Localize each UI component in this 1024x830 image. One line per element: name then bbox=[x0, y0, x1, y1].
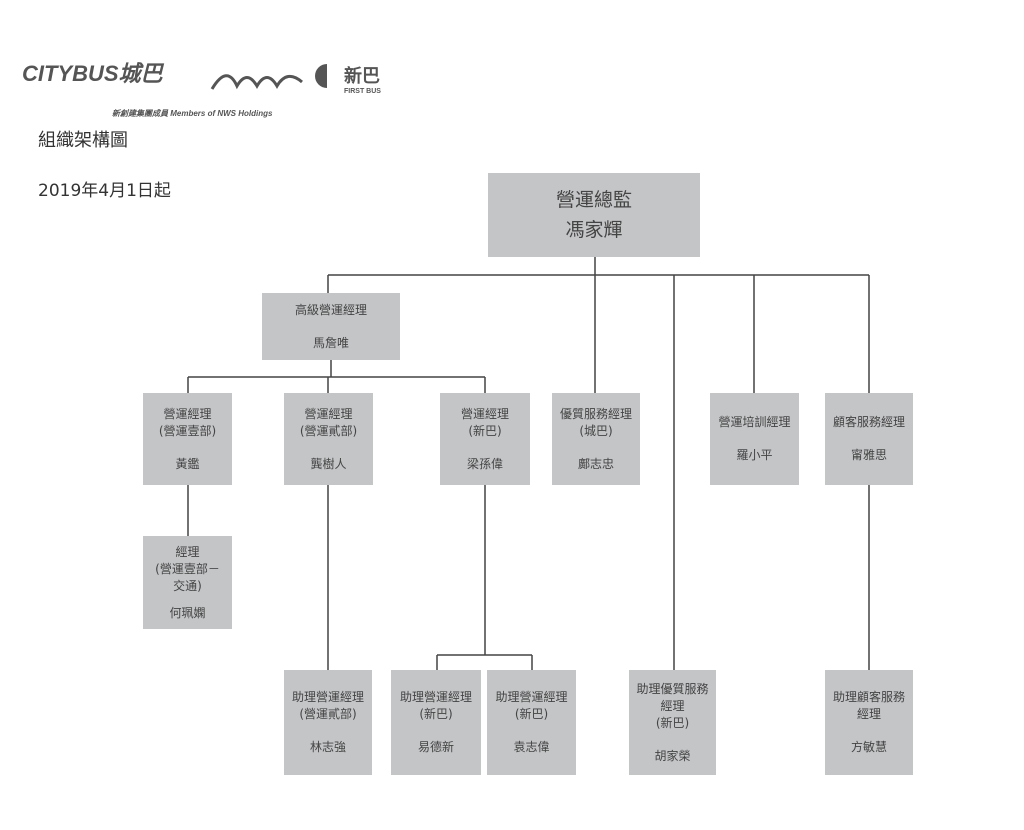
effective-date: 2019年4月1日起 bbox=[38, 181, 171, 201]
org-box-asst-ops-manager-nwfb-2: 助理營運經理 (新巴) 袁志偉 bbox=[487, 670, 576, 775]
role-title: 營運經理 bbox=[460, 406, 509, 421]
person-name: 方敏慧 bbox=[850, 740, 887, 754]
org-box-director: 營運總監馮家輝 bbox=[488, 173, 700, 257]
firstbus-logo-text: 新巴 bbox=[344, 66, 380, 86]
role-title: 營運經理 bbox=[163, 406, 212, 421]
role-title: 優質服務經理 bbox=[559, 406, 632, 421]
page-title: 組織架構圖 bbox=[38, 130, 128, 151]
org-box-ops-manager-nwfb: 營運經理 (新巴) 梁孫偉 bbox=[440, 393, 530, 485]
person-name: 林志強 bbox=[309, 740, 346, 754]
role-title: 營運經理 bbox=[304, 406, 353, 421]
department: 交通) bbox=[173, 578, 202, 593]
role-title: 營運總監 bbox=[555, 189, 632, 211]
department: (新巴) bbox=[468, 423, 502, 438]
role-title: 高級營運經理 bbox=[294, 302, 367, 317]
department: (新巴) bbox=[655, 715, 690, 730]
person-name: 鄺志忠 bbox=[577, 456, 614, 471]
org-box-ops-manager-2: 營運經理 (營運貳部) 龔樹人 bbox=[284, 393, 373, 485]
org-box-asst-quality-manager: 助理優質服務經理 (新巴) 胡家榮 bbox=[629, 670, 716, 775]
person-name: 胡家榮 bbox=[654, 748, 691, 763]
firstbus-logo-en: FIRST BUS bbox=[344, 88, 381, 95]
person-name: 梁孫偉 bbox=[466, 456, 503, 471]
logo-subtitle: 新創建集團成員 Members of NWS Holdings bbox=[112, 109, 273, 118]
org-box-ops-manager-1: 營運經理 (營運壹部) 黃鑑 bbox=[143, 393, 232, 485]
role-title: 經理 bbox=[660, 698, 685, 713]
role-title: 營運培訓經理 bbox=[718, 415, 791, 429]
department: (營運貳部) bbox=[299, 707, 357, 721]
department: (新巴) bbox=[419, 707, 453, 721]
person-name: 羅小平 bbox=[736, 448, 773, 462]
person-name: 袁志偉 bbox=[513, 740, 550, 754]
person-name: 甯雅思 bbox=[850, 448, 887, 462]
role-title: 經理 bbox=[856, 707, 881, 721]
department: (營運壹部－ bbox=[155, 561, 220, 576]
org-box-asst-ops-manager-nwfb-1: 助理營運經理 (新巴) 易德新 bbox=[391, 670, 481, 775]
person-name: 龔樹人 bbox=[310, 456, 347, 471]
role-title: 助理營運經理 bbox=[495, 690, 568, 704]
department: (營運壹部) bbox=[158, 423, 217, 438]
person-name: 馬詹唯 bbox=[312, 335, 349, 350]
org-box-senior-ops-manager: 高級營運經理馬詹唯 bbox=[262, 293, 400, 360]
org-box-cs-manager: 顧客服務經理甯雅思 bbox=[825, 393, 913, 485]
role-title: 顧客服務經理 bbox=[832, 415, 905, 429]
role-title: 經理 bbox=[175, 544, 200, 559]
person-name: 何珮嫻 bbox=[169, 605, 206, 620]
department: (城巴) bbox=[579, 423, 613, 438]
role-title: 助理營運經理 bbox=[399, 690, 472, 704]
org-box-quality-manager: 優質服務經理 (城巴) 鄺志忠 bbox=[552, 393, 640, 485]
department: (新巴) bbox=[514, 707, 549, 721]
org-box-training-manager: 營運培訓經理羅小平 bbox=[710, 393, 799, 485]
org-box-asst-ops-manager-2: 助理營運經理 (營運貳部) 林志強 bbox=[284, 670, 372, 775]
org-box-traffic-manager: 經理 (營運壹部－ 交通) 何珮嫻 bbox=[143, 536, 232, 629]
org-box-asst-cs-manager: 助理顧客服務經理方敏慧 bbox=[825, 670, 913, 775]
department: (營運貳部) bbox=[299, 423, 358, 438]
person-name: 黃鑑 bbox=[175, 456, 200, 471]
role-title: 助理營運經理 bbox=[291, 690, 364, 704]
person-name: 馮家輝 bbox=[565, 219, 623, 241]
role-title: 助理顧客服務 bbox=[832, 690, 905, 704]
role-title: 助理優質服務 bbox=[636, 681, 709, 696]
citybus-logo: CITYBUS城巴 bbox=[22, 61, 163, 86]
swoosh-logo-icon bbox=[210, 64, 327, 90]
firstbus-logo: 新巴 FIRST BUS bbox=[344, 62, 381, 96]
person-name: 易德新 bbox=[417, 740, 454, 754]
